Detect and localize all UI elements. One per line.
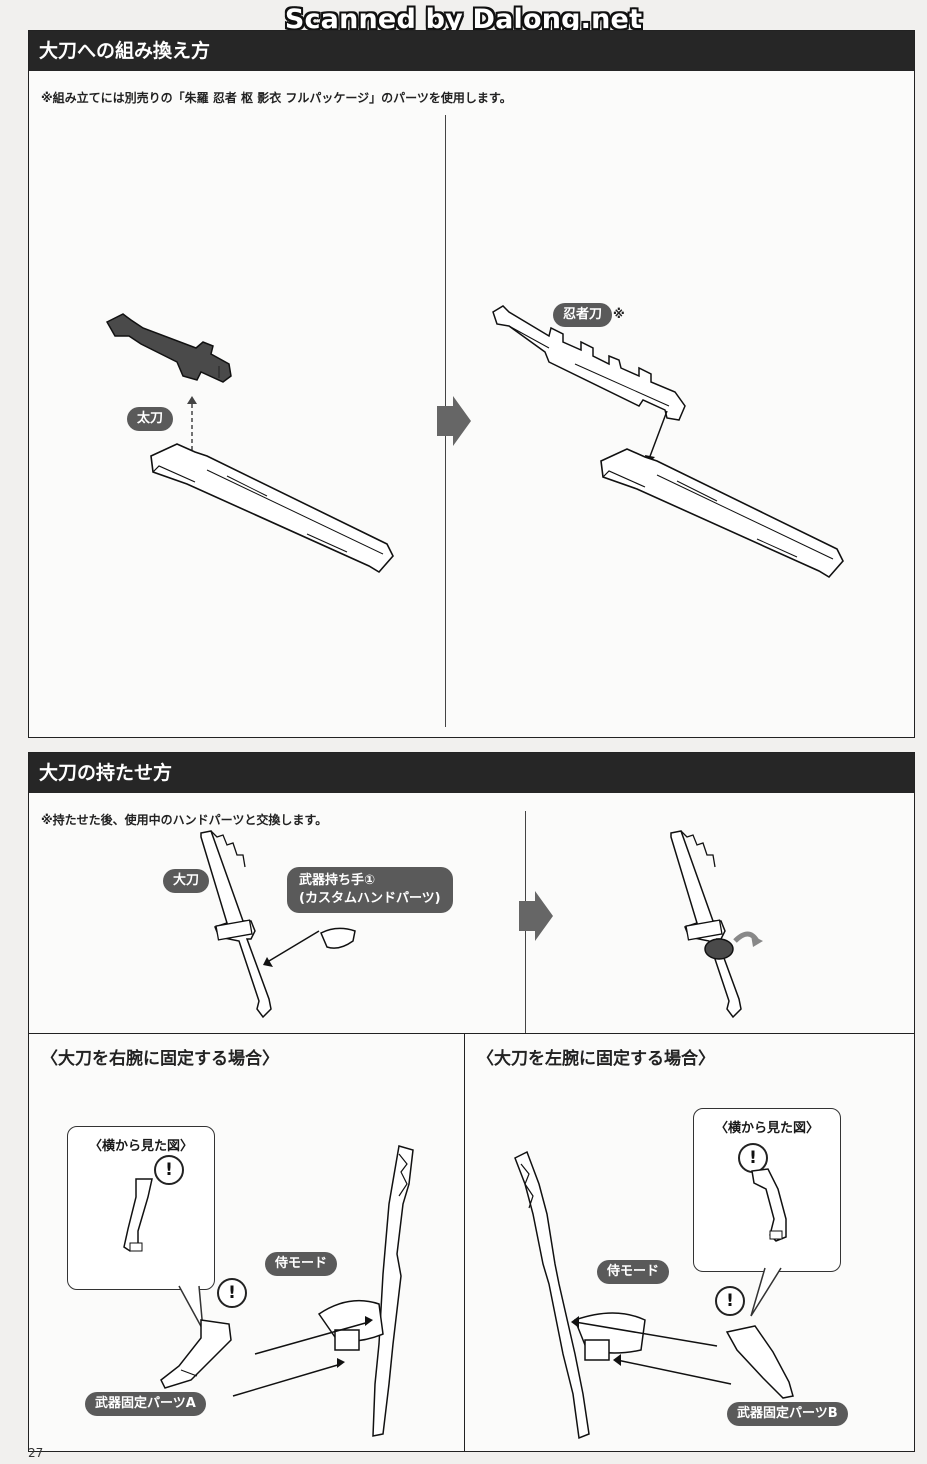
- side-view-callout: 〈横から見た図〉 !: [693, 1108, 841, 1272]
- panel-right-arm: 〈大刀を右腕に固定する場合〉 〈横から見た図〉 ! ! 侍モード: [29, 1033, 465, 1451]
- hand-part-icon: [320, 927, 356, 949]
- hand-part-name: 武器持ち手①: [299, 873, 376, 888]
- exclamation-icon: !: [154, 1155, 184, 1185]
- ninjato-blade-illustration: [492, 305, 686, 421]
- tachi-blade-illustration: [105, 313, 232, 383]
- odachi-grip-illustration: [200, 830, 320, 1019]
- section-note: ※組み立てには別売りの「朱羅 忍者 枢 影衣 フルパッケージ」のパーツを使用しま…: [41, 91, 512, 105]
- part-b-side-icon: [751, 1168, 787, 1242]
- section-note: ※持たせた後、使用中のハンドパーツと交換します。: [41, 813, 328, 827]
- section-title: 大刀への組み換え方: [29, 31, 914, 71]
- next-step-arrow-icon: [519, 891, 553, 941]
- exclamation-icon: !: [217, 1278, 247, 1308]
- odachi-held-illustration: [670, 830, 763, 1019]
- side-view-title: 〈横から見た図〉: [88, 1139, 193, 1154]
- part-a-side-icon: [123, 1178, 153, 1252]
- label-samurai-mode: 侍モード: [265, 1252, 338, 1276]
- scabbard-illustration-left: [150, 396, 394, 574]
- side-view-title: 〈横から見た図〉: [714, 1121, 819, 1136]
- ninjato-mark: ※: [613, 307, 625, 321]
- label-part-b: 武器固定パーツB: [727, 1402, 848, 1426]
- label-hand-part: 武器持ち手① (カスタムハンドパーツ): [287, 867, 453, 913]
- section-grip: 大刀の持たせ方 ※持たせた後、使用中のハンドパーツと交換します。 大刀 武器持ち…: [28, 752, 915, 1452]
- callout-pointer: [750, 1267, 782, 1317]
- right-arm-illustration: [232, 1145, 414, 1437]
- panel-title: 〈大刀を左腕に固定する場合〉: [477, 1049, 715, 1069]
- left-arm-illustration: [514, 1150, 732, 1440]
- panel-title: 〈大刀を右腕に固定する場合〉: [41, 1049, 279, 1069]
- hand-part-type: (カスタムハンドパーツ): [299, 891, 441, 906]
- next-step-arrow-icon: [437, 396, 471, 446]
- side-view-callout: 〈横から見た図〉 !: [67, 1126, 215, 1290]
- page-number: 27: [28, 1446, 44, 1460]
- section-reassemble: 大刀への組み換え方 ※組み立てには別売りの「朱羅 忍者 枢 影衣 フルパッケージ…: [28, 30, 915, 738]
- label-ninjato: 忍者刀: [553, 303, 613, 327]
- label-part-a: 武器固定パーツA: [85, 1392, 206, 1416]
- scabbard-illustration-right: [600, 410, 844, 579]
- label-ninjato-text: 忍者刀: [563, 307, 603, 322]
- label-odachi: 大刀: [163, 869, 210, 893]
- watermark: Scanned by Dalong.net: [284, 4, 643, 35]
- part-a-illustration: [160, 1319, 232, 1389]
- exclamation-icon: !: [715, 1286, 745, 1316]
- section-title: 大刀の持たせ方: [29, 753, 914, 793]
- part-b-illustration: [725, 1325, 794, 1399]
- exclamation-icon: !: [738, 1143, 768, 1173]
- label-samurai-mode: 侍モード: [597, 1260, 670, 1284]
- panel-left-arm: 〈大刀を左腕に固定する場合〉 〈横から見た図〉 ! ! 侍モード 武: [465, 1033, 914, 1451]
- label-tachi: 太刀: [127, 407, 174, 431]
